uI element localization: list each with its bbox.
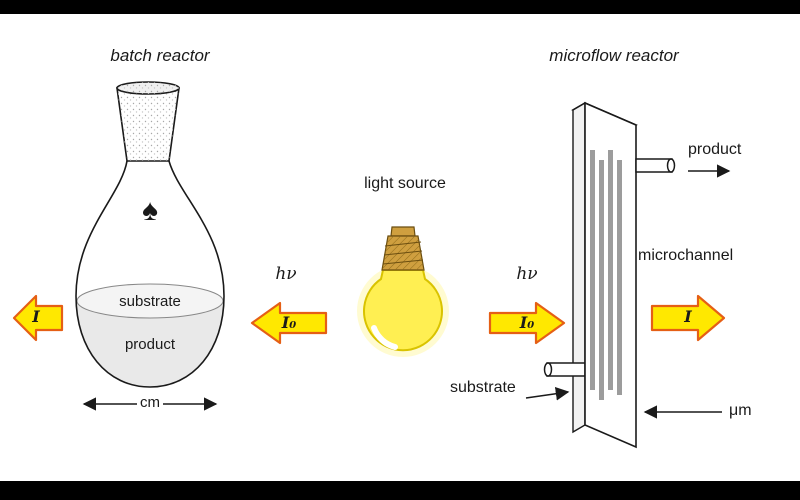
batch-reactor-title: batch reactor	[110, 46, 210, 65]
incident-light-arrow-right	[488, 301, 566, 345]
bottom-letterbox-bar	[0, 481, 800, 500]
batch-output-intensity-arrow	[12, 294, 64, 342]
substrate-flow-arrow	[525, 386, 570, 401]
hv-symbol-right: hν	[516, 264, 538, 284]
spade-symbol: ♠	[142, 194, 158, 227]
top-letterbox-bar	[0, 0, 800, 14]
flask-substrate-label: substrate	[119, 293, 181, 310]
micrometer-scale-label: μm	[729, 402, 752, 419]
light-source-label: light source	[364, 175, 446, 192]
chip-substrate-label: substrate	[450, 379, 516, 396]
batch-flask-icon	[75, 81, 225, 388]
chip-product-label: product	[688, 141, 742, 158]
i0-label-right: I₀	[519, 313, 535, 332]
chip-output-intensity-arrow	[650, 294, 726, 342]
microflow-chip-icon	[543, 101, 676, 449]
i0-label-left: I₀	[281, 313, 297, 332]
chip-output-intensity-label: I	[684, 307, 692, 326]
substrate-inlet-tube	[543, 362, 586, 377]
light-bulb-icon	[357, 226, 449, 357]
microchannel-label: microchannel	[638, 247, 734, 264]
microflow-reactor-title: microflow reactor	[549, 46, 679, 65]
hv-symbol-left: hν	[275, 264, 297, 284]
cm-scale-label: cm	[140, 394, 160, 411]
flask-product-label: product	[124, 336, 176, 353]
incident-light-arrow-left	[250, 301, 328, 345]
product-outlet-tube	[635, 158, 676, 173]
microchannel-stripes	[590, 150, 622, 400]
batch-output-intensity-label: I	[32, 307, 40, 326]
